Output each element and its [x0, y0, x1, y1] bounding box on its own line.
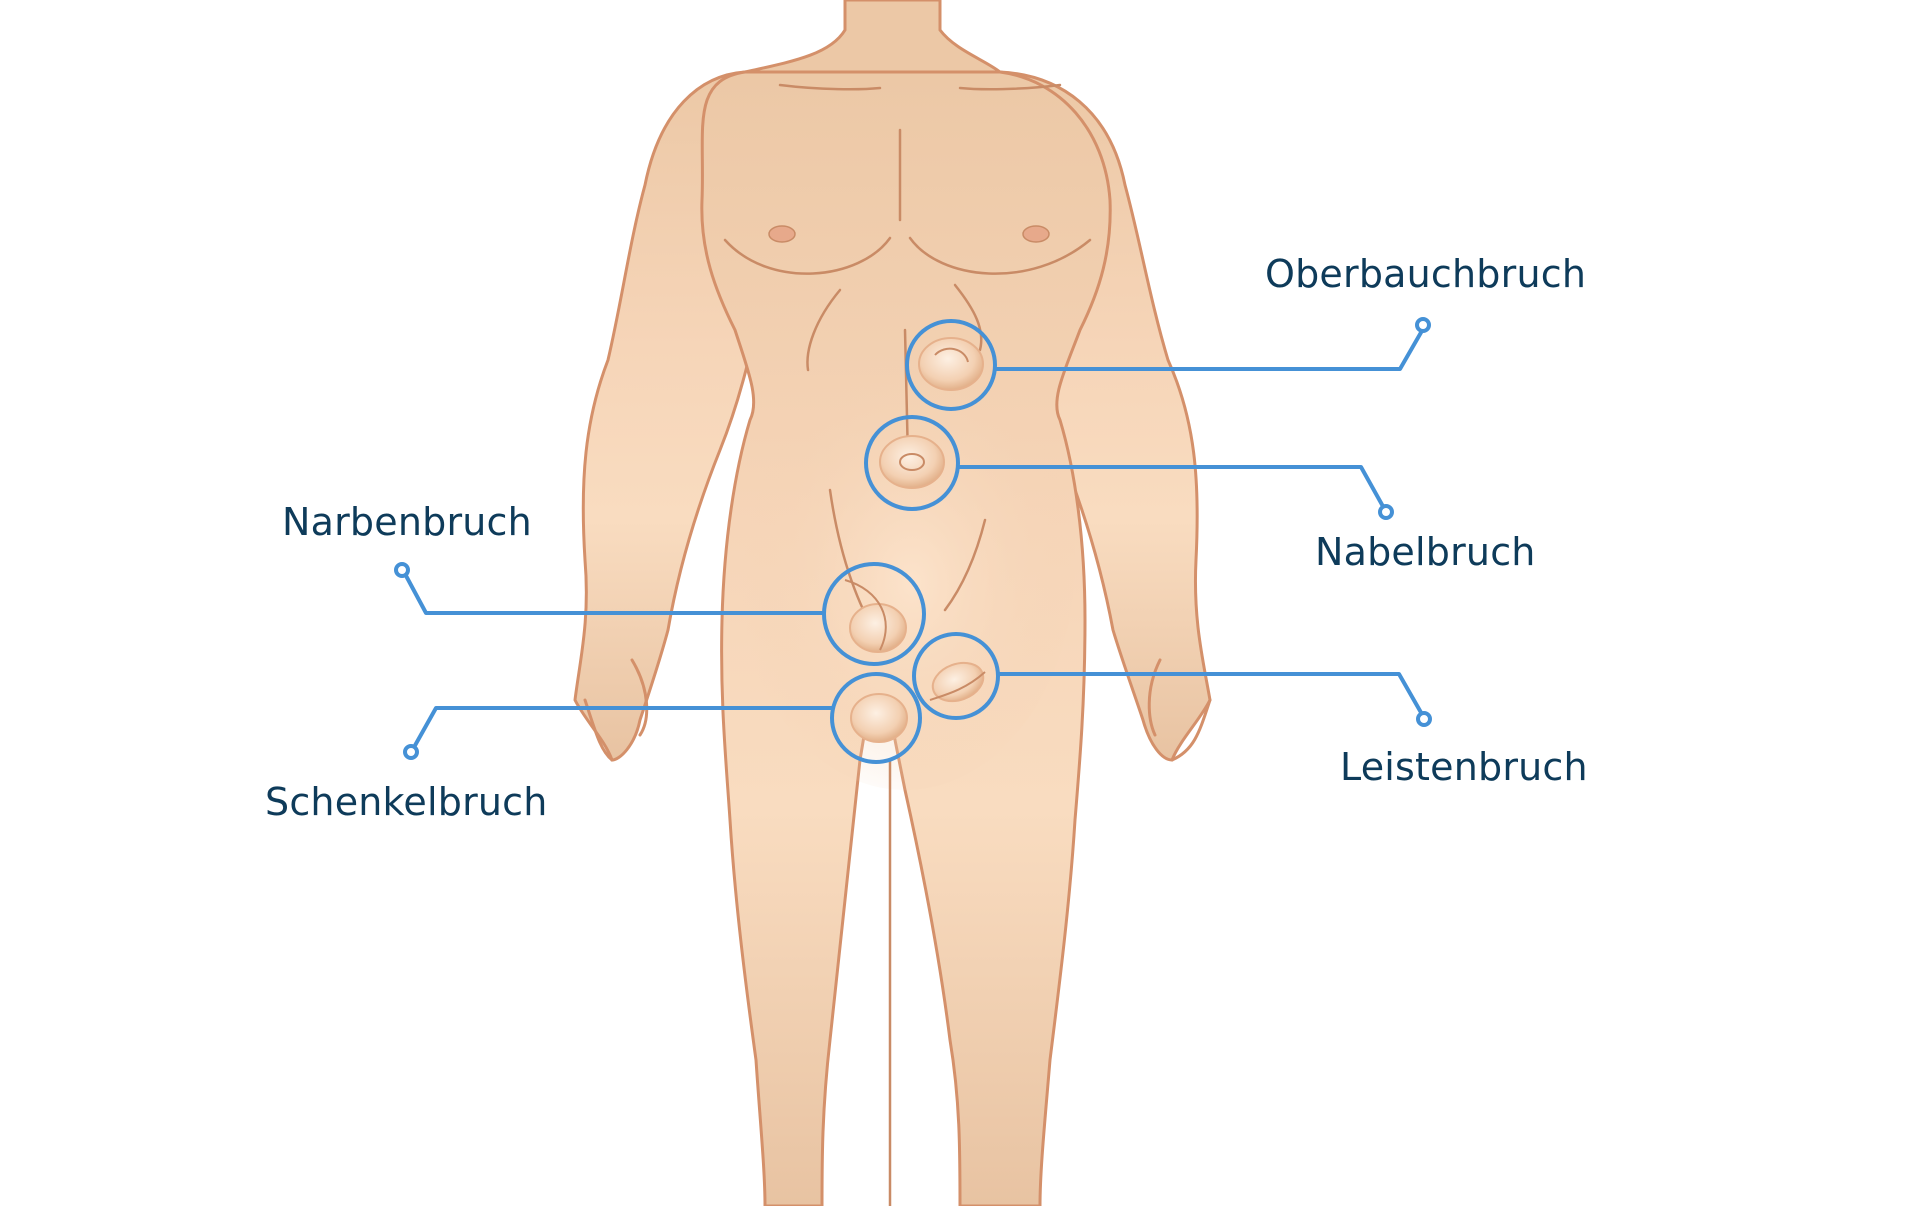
oberbauchbruch-callout-line — [995, 328, 1425, 371]
leistenbruch-callout-dot — [1416, 711, 1432, 727]
callout-lines — [402, 328, 1425, 750]
leistenbruch-label: Leistenbruch — [1340, 745, 1588, 789]
narbenbruch-marker — [822, 562, 926, 666]
leistenbruch-marker — [912, 632, 1000, 720]
nabelbruch-label: Nabelbruch — [1315, 530, 1536, 574]
schenkelbruch-marker — [830, 672, 922, 764]
narbenbruch-callout-dot — [394, 562, 410, 578]
schenkelbruch-callout-dot — [403, 744, 419, 760]
body-silhouette — [573, 0, 1212, 1206]
anatomy-details — [723, 83, 1092, 1206]
schenkelbruch-callout-line — [411, 706, 832, 750]
oberbauchbruch-callout-dot — [1415, 317, 1431, 333]
nabelbruch-callout-dot — [1378, 504, 1394, 520]
narbenbruch-callout-line — [402, 571, 824, 615]
nipple-left — [768, 225, 796, 243]
narbenbruch-label: Narbenbruch — [282, 500, 532, 544]
right-hand — [1147, 658, 1212, 762]
oberbauchbruch-label: Oberbauchbruch — [1265, 252, 1587, 296]
schenkelbruch-label: Schenkelbruch — [265, 780, 548, 824]
oberbauchbruch-marker — [905, 319, 997, 411]
leistenbruch-callout-line — [998, 672, 1425, 717]
callout-dots — [394, 317, 1432, 760]
neck — [744, 0, 1005, 74]
nipple-right — [1022, 225, 1050, 243]
hernia-markers — [822, 319, 1000, 764]
belly-shading — [735, 330, 1075, 790]
nabelbruch-callout-line — [958, 465, 1387, 511]
nabelbruch-marker — [864, 415, 960, 511]
